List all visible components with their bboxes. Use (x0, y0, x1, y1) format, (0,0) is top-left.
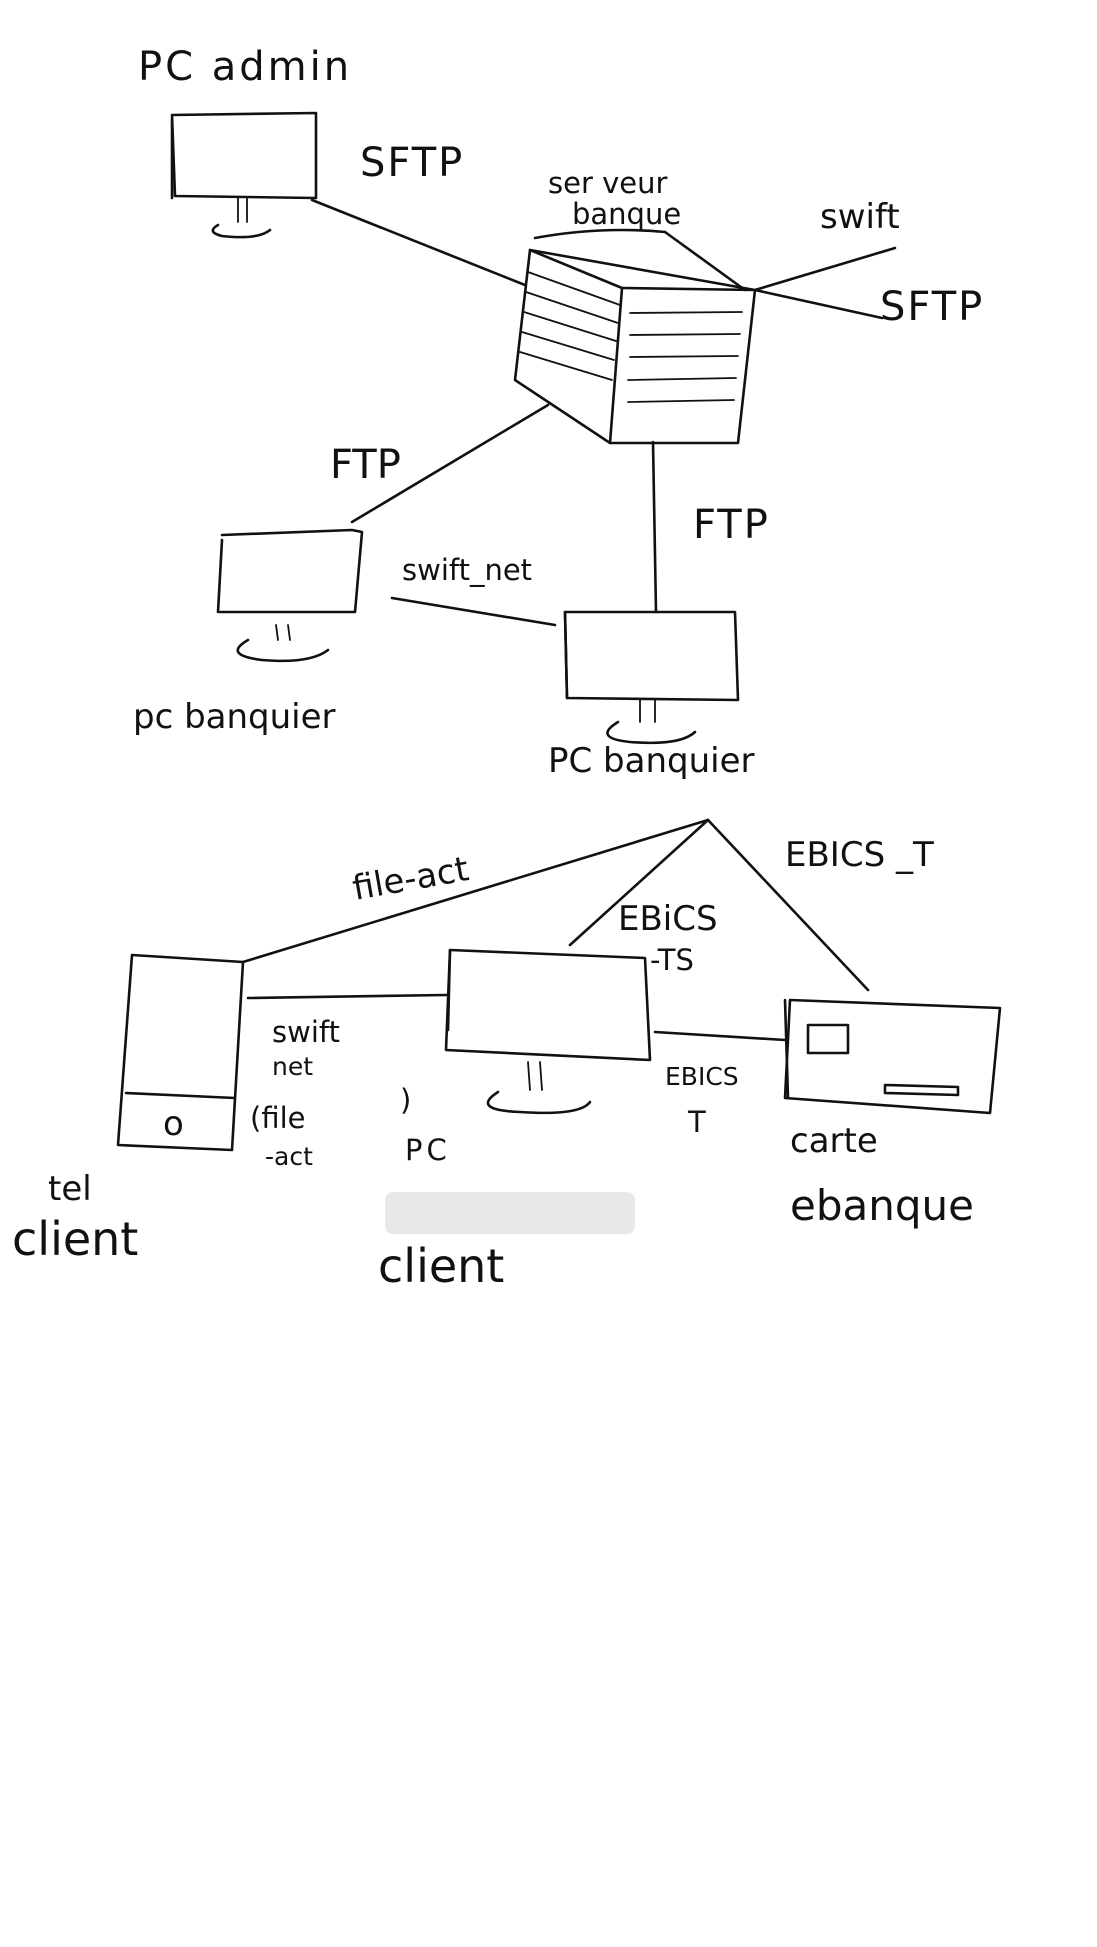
link-banquier-carte-label: EBICS _T (785, 835, 934, 875)
link-pc-client-carte-label-line1: EBICS (665, 1062, 739, 1091)
link-banquier-pc-client-label-line2: -TS (650, 943, 694, 977)
link-banquier-tel-label: file-act (350, 849, 472, 909)
link-server-sftp-label: SFTP (880, 284, 984, 330)
link-tel-pc-client-label-line4: -act (265, 1142, 313, 1171)
pc-client-icon (444, 948, 652, 1115)
link-pc-client-carte-label-line2: T (687, 1105, 706, 1139)
link-banquier-tel (241, 818, 710, 964)
connection-lines (241, 198, 897, 1042)
pc-admin-label: PC admin (138, 44, 352, 90)
link-tel-pc-client-label-line1: swift (272, 1015, 340, 1049)
carte-ebanque-label-line2: ebanque (790, 1181, 974, 1230)
link-server-left-banquier-label: FTP (330, 442, 401, 488)
link-server-center-banquier (651, 440, 658, 614)
link-banquier-carte (706, 818, 870, 992)
link-left-center-banquier (390, 596, 557, 627)
erased-smudge (385, 1192, 635, 1234)
pc-admin-icon (170, 111, 318, 239)
link-banquier-pc-client-label-line1: EBiCS (618, 899, 718, 939)
pc-client-label-line2: client (378, 1239, 504, 1293)
link-server-sftp (753, 288, 884, 320)
server-label-line2: banque (572, 197, 681, 231)
pc-client-label-line1: PC (405, 1133, 451, 1167)
server-label-line1: ser veur (548, 166, 667, 200)
tel-client-label-line1: tel (48, 1169, 92, 1209)
link-tel-pc-client-label-paren: ) (400, 1083, 411, 1117)
link-admin-server-label: SFTP (360, 140, 464, 186)
link-banquier-pc-client (568, 818, 710, 947)
server-icon (513, 228, 757, 445)
link-label-serveur-stub (663, 230, 747, 292)
tel-client-icon (116, 953, 245, 1152)
link-server-left-banquier (350, 403, 550, 524)
pc-banquier-left-label: pc banquier (133, 697, 336, 737)
tel-client-label-line2: client (12, 1212, 138, 1266)
pc-banquier-center-label: PC banquier (548, 741, 755, 781)
link-server-center-banquier-label: FTP (693, 502, 770, 548)
phone-button: o (163, 1104, 184, 1144)
link-tel-pc-client-label-line2: net (272, 1052, 313, 1081)
link-pc-client-carte (653, 1030, 787, 1042)
link-tel-pc-client (246, 993, 448, 1000)
pc-banquier-left-icon (216, 528, 364, 663)
pc-banquier-center-icon (563, 610, 740, 745)
link-tel-pc-client-label-line3: (file (250, 1101, 305, 1135)
link-server-swift-label: swift (820, 197, 900, 237)
carte-ebanque-label-line1: carte (790, 1121, 878, 1161)
link-server-swift (753, 246, 897, 292)
carte-ebanque-icon (783, 998, 1002, 1115)
link-admin-server (310, 198, 527, 287)
link-left-center-banquier-label: swift_net (402, 553, 532, 587)
